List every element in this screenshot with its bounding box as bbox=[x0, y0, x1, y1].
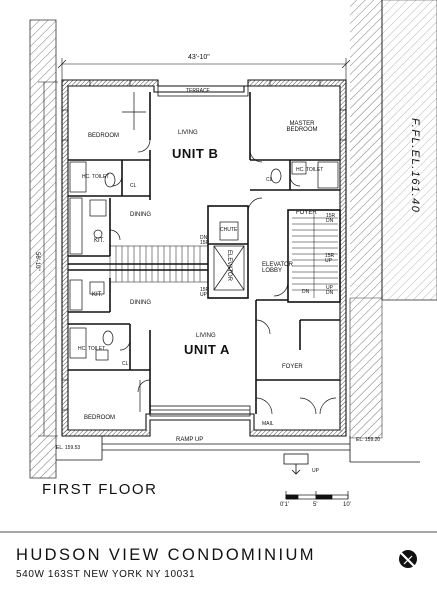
room-dining-a: DINING bbox=[130, 300, 151, 306]
ramp-entry bbox=[56, 436, 420, 475]
room-closet-a: CL bbox=[122, 361, 129, 367]
room-elevator: ELEVATOR bbox=[226, 250, 232, 282]
room-foyer-a: FOYER bbox=[282, 364, 303, 370]
fixtures bbox=[62, 80, 346, 412]
stair-label-right-top: 15R DN bbox=[326, 213, 336, 224]
unit-b-label: UNIT B bbox=[172, 146, 219, 161]
terrace-rails bbox=[149, 85, 251, 417]
stair-label-right-mid: UP DN bbox=[326, 285, 334, 296]
dimension-top bbox=[57, 58, 351, 80]
building-name: HUDSON VIEW CONDOMINIUM bbox=[16, 546, 316, 564]
scale-tick-10: 10' bbox=[343, 502, 351, 508]
floor-name: FIRST FLOOR bbox=[42, 481, 158, 498]
north-arrow-icon bbox=[399, 550, 417, 568]
room-kitchen-a: KIT. bbox=[92, 292, 103, 298]
room-elevator-lobby: ELEVATOR LOBBY bbox=[262, 262, 294, 274]
room-bedroom-a: BEDROOM bbox=[84, 415, 116, 421]
room-kitchen-b: KIT. bbox=[94, 238, 105, 244]
ramp-label: RAMP UP bbox=[176, 437, 204, 443]
entry-up-label: UP bbox=[312, 468, 319, 474]
stair-label-right-up: 15R UP bbox=[325, 253, 335, 264]
room-toilet-master: HC. TOILET bbox=[296, 167, 324, 173]
scale-bar bbox=[285, 491, 349, 500]
stair-label-mid: DN 15R bbox=[200, 235, 210, 246]
elevator-shaft bbox=[213, 221, 245, 291]
room-toilet-b: HC. TOILET bbox=[82, 174, 110, 180]
room-dining-b: DINING bbox=[130, 212, 151, 218]
elevation-left: EL. 159.53 bbox=[56, 445, 81, 451]
room-foyer-right: FOYER bbox=[296, 210, 317, 216]
stair-treads bbox=[109, 214, 338, 298]
side-dimension: 56'-10" bbox=[34, 252, 40, 271]
stair-label-right-dn: DN bbox=[302, 289, 310, 295]
interior-walls bbox=[68, 92, 341, 414]
scale-tick-5: 5' bbox=[313, 502, 318, 508]
dimension-left bbox=[38, 81, 58, 437]
room-living-a: LIVING bbox=[196, 333, 216, 339]
overall-dimension: 43'-10" bbox=[188, 54, 210, 61]
room-closet-b: CL bbox=[130, 183, 137, 189]
room-bedroom-b: BEDROOM bbox=[88, 133, 120, 139]
unit-a-label: UNIT A bbox=[184, 342, 230, 357]
site-hatching bbox=[29, 0, 437, 479]
building-address: 540W 163ST NEW YORK NY 10031 bbox=[16, 569, 196, 580]
room-closet-master: CL bbox=[266, 177, 273, 183]
room-chute: CHUTE bbox=[220, 227, 238, 233]
room-master-bedroom: MASTER BEDROOM bbox=[286, 121, 318, 133]
stair-label-lower: 15R UP bbox=[200, 287, 210, 298]
door-swings bbox=[109, 139, 337, 415]
floor-elevation: F.FL.EL.161.40 bbox=[409, 118, 421, 214]
room-living-b: LIVING bbox=[178, 130, 198, 136]
elevation-right: EL. 159.20 bbox=[356, 437, 381, 443]
room-terrace: TERRACE bbox=[186, 88, 210, 94]
scale-tick-0: 0'1' bbox=[280, 502, 289, 508]
room-mail: MAIL bbox=[262, 421, 274, 427]
room-toilet-a: HC. TOILET bbox=[78, 346, 106, 352]
